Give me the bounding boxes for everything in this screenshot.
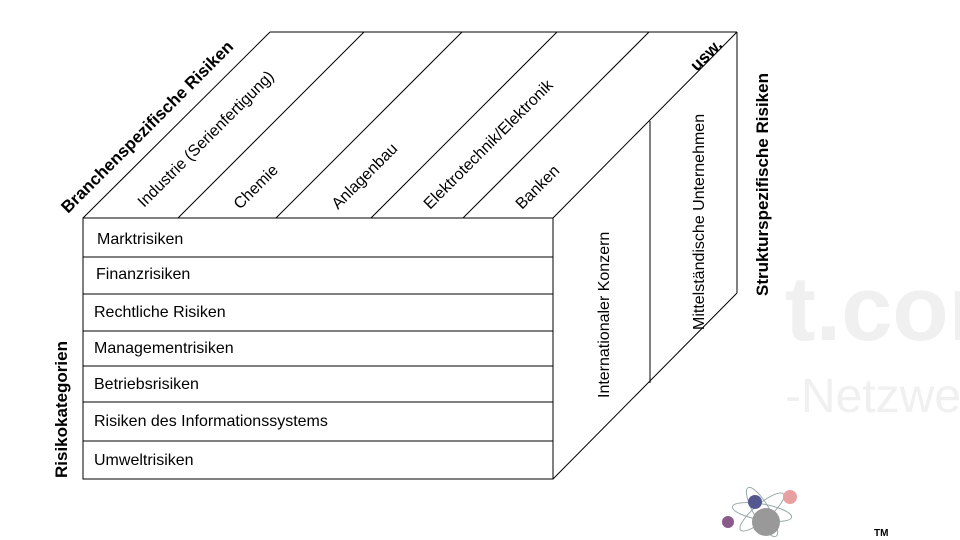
- risk-category: Betriebsrisiken: [94, 376, 199, 393]
- structure-label: Mittelständische Unternehmen: [691, 114, 708, 330]
- etc-label: usw.: [686, 35, 726, 75]
- trademark-symbol: TM: [874, 528, 888, 539]
- structure-label: Internationaler Konzern: [596, 232, 613, 398]
- structure-axis-title: Strukturspezifische Risiken: [753, 73, 772, 296]
- industry-label: Chemie: [231, 162, 282, 213]
- categories-axis-title: Risikokategorien: [52, 341, 71, 478]
- industry-label: Banken: [513, 162, 563, 212]
- cube-edges: [82, 31, 738, 480]
- watermark-line2: -Netzwerk!: [785, 370, 960, 423]
- risk-category: Rechtliche Risiken: [94, 304, 226, 321]
- watermark-line1: t.com: [785, 258, 960, 360]
- risk-category: Finanzrisiken: [96, 266, 190, 283]
- industry-label: Anlagenbau: [329, 140, 401, 212]
- front-face: [82, 217, 554, 480]
- risk-category: Marktrisiken: [97, 231, 183, 248]
- risk-category: Risiken des Informationssystems: [94, 413, 328, 430]
- atom-logo: TM: [722, 486, 888, 539]
- risk-category: Umweltrisiken: [94, 452, 194, 469]
- risk-category: Managementrisiken: [94, 340, 234, 357]
